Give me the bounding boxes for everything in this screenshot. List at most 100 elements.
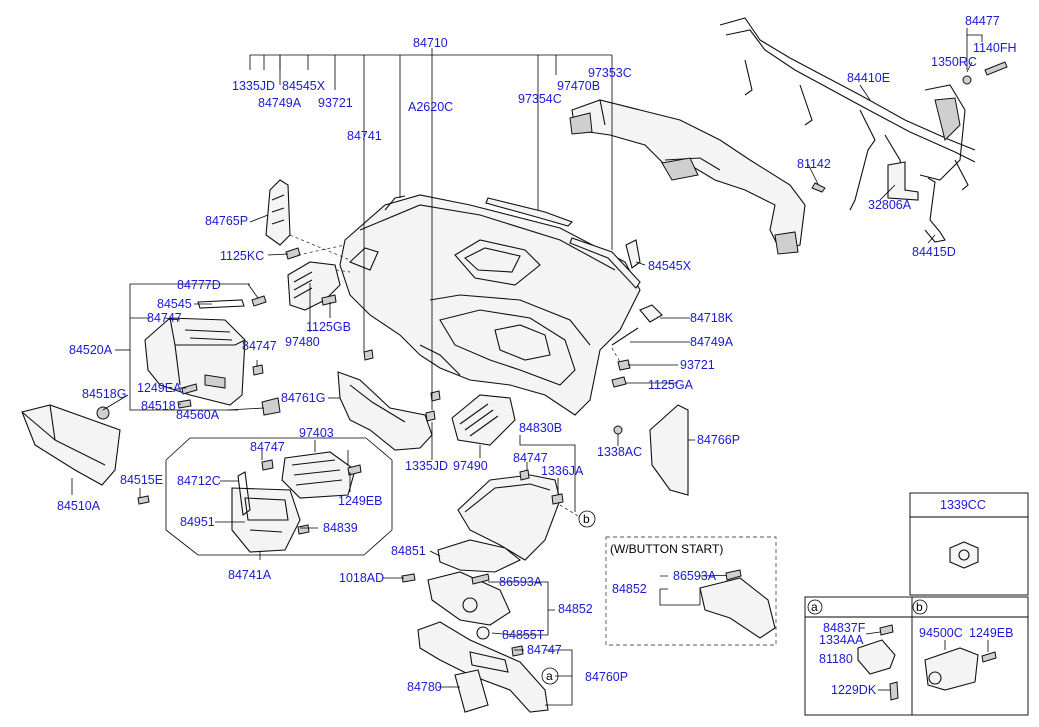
label-84747-low: 84747 (527, 643, 562, 657)
screw-1125GA (611, 376, 627, 388)
leader-lines (71, 28, 989, 706)
glove-box-housing-84520A (144, 299, 246, 406)
damper-84518G (96, 406, 110, 420)
marker-a-main-circle (541, 667, 559, 685)
label-97470B: 97470B (557, 79, 600, 93)
label-97353C: 97353C (588, 66, 632, 80)
label-1338AC: 1338AC (597, 445, 642, 459)
side-cover-84765P (265, 179, 291, 246)
label-wbs-84852: 84852 (612, 582, 647, 596)
label-84545: 84545 (157, 297, 192, 311)
label-84510A: 84510A (57, 499, 101, 513)
marker-b-circle (912, 599, 928, 615)
label-1249EB-b: 1249EB (969, 626, 1013, 640)
bolt-1249EA (181, 383, 198, 395)
label-A2620C: A2620C (408, 100, 453, 114)
label-84477: 84477 (965, 14, 1000, 28)
label-84560A: 84560A (176, 408, 220, 422)
cowl-cross-bar-assembly (719, 17, 976, 211)
hardware-table-1339CC (909, 492, 1029, 596)
nut-1339CC (949, 541, 979, 569)
label-93721-top: 93721 (318, 96, 353, 110)
label-wbs-title: (W/BUTTON START) (610, 542, 723, 556)
label-84749A-top: 84749A (258, 96, 302, 110)
part-93721 (617, 359, 631, 371)
label-84518: 84518 (141, 399, 176, 413)
label-84855T: 84855T (502, 628, 545, 642)
nut-1338AC (613, 425, 623, 435)
cluster-fascia-84830B (457, 469, 564, 561)
nut-1350RC (962, 75, 972, 85)
center-vent-97490 (451, 394, 516, 446)
label-84837F: 84837F (823, 621, 866, 635)
label-84951: 84951 (180, 515, 215, 529)
bracket-84545X (625, 239, 641, 269)
label-84741: 84741 (347, 129, 382, 143)
marker-a-circle (807, 599, 823, 615)
marker-a-main: a (546, 669, 553, 683)
button-start-inset-box (605, 536, 777, 646)
label-84415D: 84415D (912, 245, 956, 259)
screw-1125GB (321, 294, 337, 306)
clip-84747-left (252, 364, 264, 376)
label-97403: 97403 (299, 426, 334, 440)
label-97490: 97490 (453, 459, 488, 473)
label-84545X-top: 84545X (282, 79, 326, 93)
brace-84415D (924, 177, 946, 243)
detail-table-a-b (804, 596, 1029, 716)
label-1125GA: 1125GA (648, 378, 694, 392)
bolt-81142 (811, 182, 826, 193)
label-84747-mid: 84747 (242, 339, 277, 353)
label-1125KC: 1125KC (220, 249, 264, 263)
label-84718K: 84718K (690, 311, 734, 325)
label-81180: 81180 (819, 652, 853, 666)
label-84830B: 84830B (519, 421, 562, 435)
wbs-shroud (699, 569, 776, 639)
label-84851: 84851 (391, 544, 426, 558)
label-32806A: 32806A (868, 198, 912, 212)
bracket-81180 (857, 624, 899, 701)
bolt-84518 (177, 399, 192, 409)
label-84710: 84710 (413, 36, 448, 50)
label-84852: 84852 (558, 602, 593, 616)
label-97354C: 97354C (518, 92, 562, 106)
label-1249EB: 1249EB (338, 494, 382, 508)
label-84410E: 84410E (847, 71, 890, 85)
lower-bracket-84761G (337, 371, 433, 451)
clip-1335JD (363, 349, 441, 422)
glove-box-84510A (21, 404, 121, 486)
latch-84560A (261, 397, 281, 416)
label-84760P: 84760P (585, 670, 628, 684)
label-94500C: 94500C (919, 626, 963, 640)
lower-crash-pad-84760P (417, 621, 549, 713)
label-1140FH: 1140FH (973, 41, 1017, 55)
bolt-1140FH (984, 61, 1008, 76)
label-1335JD-top: 1335JD (232, 79, 275, 93)
label-1018AD: 1018AD (339, 571, 384, 585)
air-duct (569, 99, 806, 255)
label-84712C: 84712C (177, 474, 221, 488)
center-fascia-assembly (231, 451, 362, 553)
label-86593A: 86593A (499, 575, 543, 589)
label-1339CC: 1339CC (940, 498, 986, 512)
part-labels: 84710 1335JD 84545X 84749A 93721 84741 A… (57, 14, 1017, 697)
label-84765P: 84765P (205, 214, 248, 228)
label-84761G: 84761G (281, 391, 325, 405)
label-84780: 84780 (407, 680, 442, 694)
label-84777D: 84777D (177, 278, 221, 292)
label-97480: 97480 (285, 335, 320, 349)
bolt-84777D (251, 295, 267, 307)
bracket-32806A (887, 161, 919, 201)
button-start-module (924, 647, 997, 691)
label-84545X-right: 84545X (648, 259, 692, 273)
label-84741A: 84741A (228, 568, 272, 582)
label-84839: 84839 (323, 521, 358, 535)
label-84747-left: 84747 (147, 311, 182, 325)
label-84747-center: 84747 (513, 451, 548, 465)
label-81142: 81142 (797, 157, 831, 171)
screw-84515E (137, 495, 150, 505)
label-1335JD-bottom: 1335JD (405, 459, 448, 473)
label-1229DK: 1229DK (831, 683, 877, 697)
label-84766P: 84766P (697, 433, 740, 447)
